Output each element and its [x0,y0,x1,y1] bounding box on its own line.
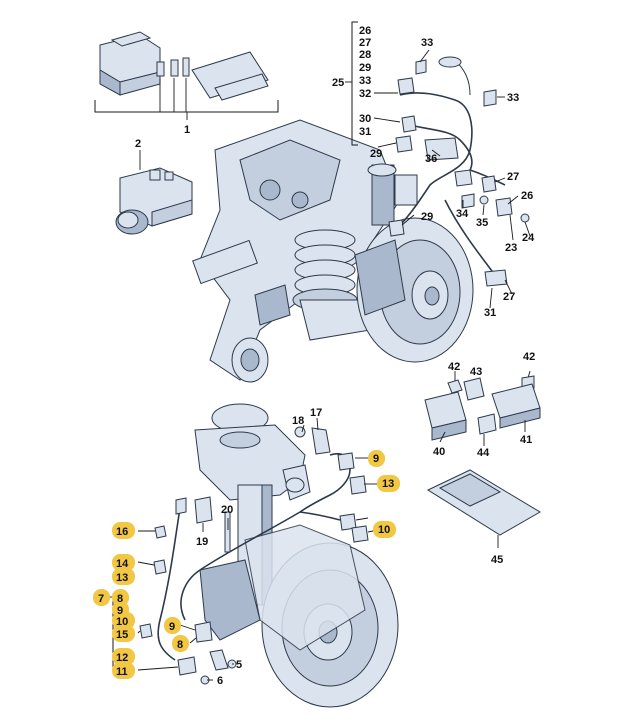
label-9-left: 9 [117,605,123,617]
label-40: 40 [433,446,445,458]
label-13-left: 13 [116,572,128,584]
bracket-25 [351,21,358,146]
label-6: 6 [217,675,223,687]
label-8-lower: 8 [177,639,183,651]
label-33: 33 [359,75,371,87]
label-42-right: 42 [523,351,535,363]
label-31: 31 [359,126,371,138]
strut-hub-illustration [194,403,399,708]
label-45: 45 [491,554,503,566]
label-29: 29 [359,62,371,74]
label-44: 44 [477,447,490,459]
label-9-lower: 9 [169,621,175,633]
highlight-badges [93,450,400,679]
label-36: 36 [425,153,437,165]
badge-10a [373,521,396,538]
abs-unit-illustration [115,150,193,235]
label-10-right: 10 [378,524,390,536]
badge-10b [112,612,135,629]
label-16: 16 [116,526,128,538]
label-27-right: 27 [507,171,519,183]
label-17: 17 [310,407,322,419]
label-30: 30 [359,113,371,125]
badge-9c [164,617,181,634]
label-12: 12 [116,652,128,664]
badge-12 [112,648,135,665]
label-28: 28 [359,49,371,61]
badge-16 [112,522,135,539]
label-43: 43 [470,366,482,378]
badge-13a [377,475,400,492]
label-8-left: 8 [117,593,123,605]
control-modules-illustration [424,370,541,446]
wiring-lower-illustration [139,426,369,685]
label-19: 19 [196,536,208,548]
label-27-lower: 27 [503,291,515,303]
plate-45-illustration [426,469,541,548]
brake-disc-top-illustration [354,174,474,363]
badge-8a [112,589,129,606]
label-7: 7 [98,593,104,605]
badge-7 [93,589,110,606]
label-33-top: 33 [421,37,433,49]
badge-15 [112,625,135,642]
label-26-right: 26 [521,190,533,202]
label-41: 41 [520,434,532,446]
label-18: 18 [292,415,304,427]
badge-13b [112,568,135,585]
label-35: 35 [476,217,488,229]
label-9-right: 9 [373,453,379,465]
label-10-left: 10 [116,616,128,628]
badge-8b [172,635,189,652]
label-31-lower: 31 [484,307,496,319]
badge-9a [368,450,385,467]
label-42-left: 42 [448,361,460,373]
label-24: 24 [522,232,535,244]
label-32: 32 [359,88,371,100]
label-15: 15 [116,629,128,641]
label-25: 25 [332,77,344,89]
badge-14 [112,554,135,571]
label-33-right: 33 [507,92,519,104]
label-1: 1 [184,124,190,136]
abs-kit-illustration [94,31,279,120]
label-29-lower: 29 [421,211,433,223]
label-20: 20 [221,504,233,516]
label-27: 27 [359,37,371,49]
label-14: 14 [116,558,129,570]
label-2: 2 [135,138,141,150]
label-23: 23 [505,242,517,254]
coil-spring-illustration [292,163,397,341]
label-11: 11 [116,666,128,678]
label-26: 26 [359,25,371,37]
label-5: 5 [236,659,242,671]
label-29-mid: 29 [370,148,382,160]
label-34: 34 [456,208,469,220]
wiring-top-illustration [388,56,530,287]
badge-11 [112,662,135,679]
label-13-right: 13 [382,478,394,490]
